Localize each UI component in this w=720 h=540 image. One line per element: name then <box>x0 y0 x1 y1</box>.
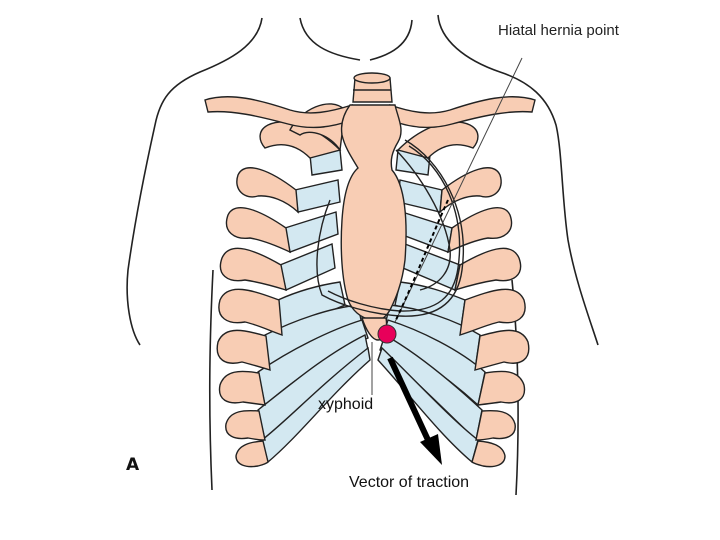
costal-cartilages-left <box>257 149 371 464</box>
panel-letter: A <box>126 455 140 475</box>
organ-outline <box>316 139 464 317</box>
sternum <box>340 104 407 341</box>
hernia-leader-line <box>394 57 523 323</box>
hernia-point-marker <box>377 324 397 344</box>
xyphoid-label: xyphoid <box>318 396 374 413</box>
ribs-left <box>216 103 346 468</box>
trachea <box>352 72 393 103</box>
clavicles <box>204 96 536 129</box>
vector-of-traction-label: Vector of traction <box>349 474 470 491</box>
traction-arrow <box>387 356 442 465</box>
hiatal-hernia-label: Hiatal hernia point <box>498 22 619 39</box>
hernia-dashed-path <box>394 199 449 323</box>
